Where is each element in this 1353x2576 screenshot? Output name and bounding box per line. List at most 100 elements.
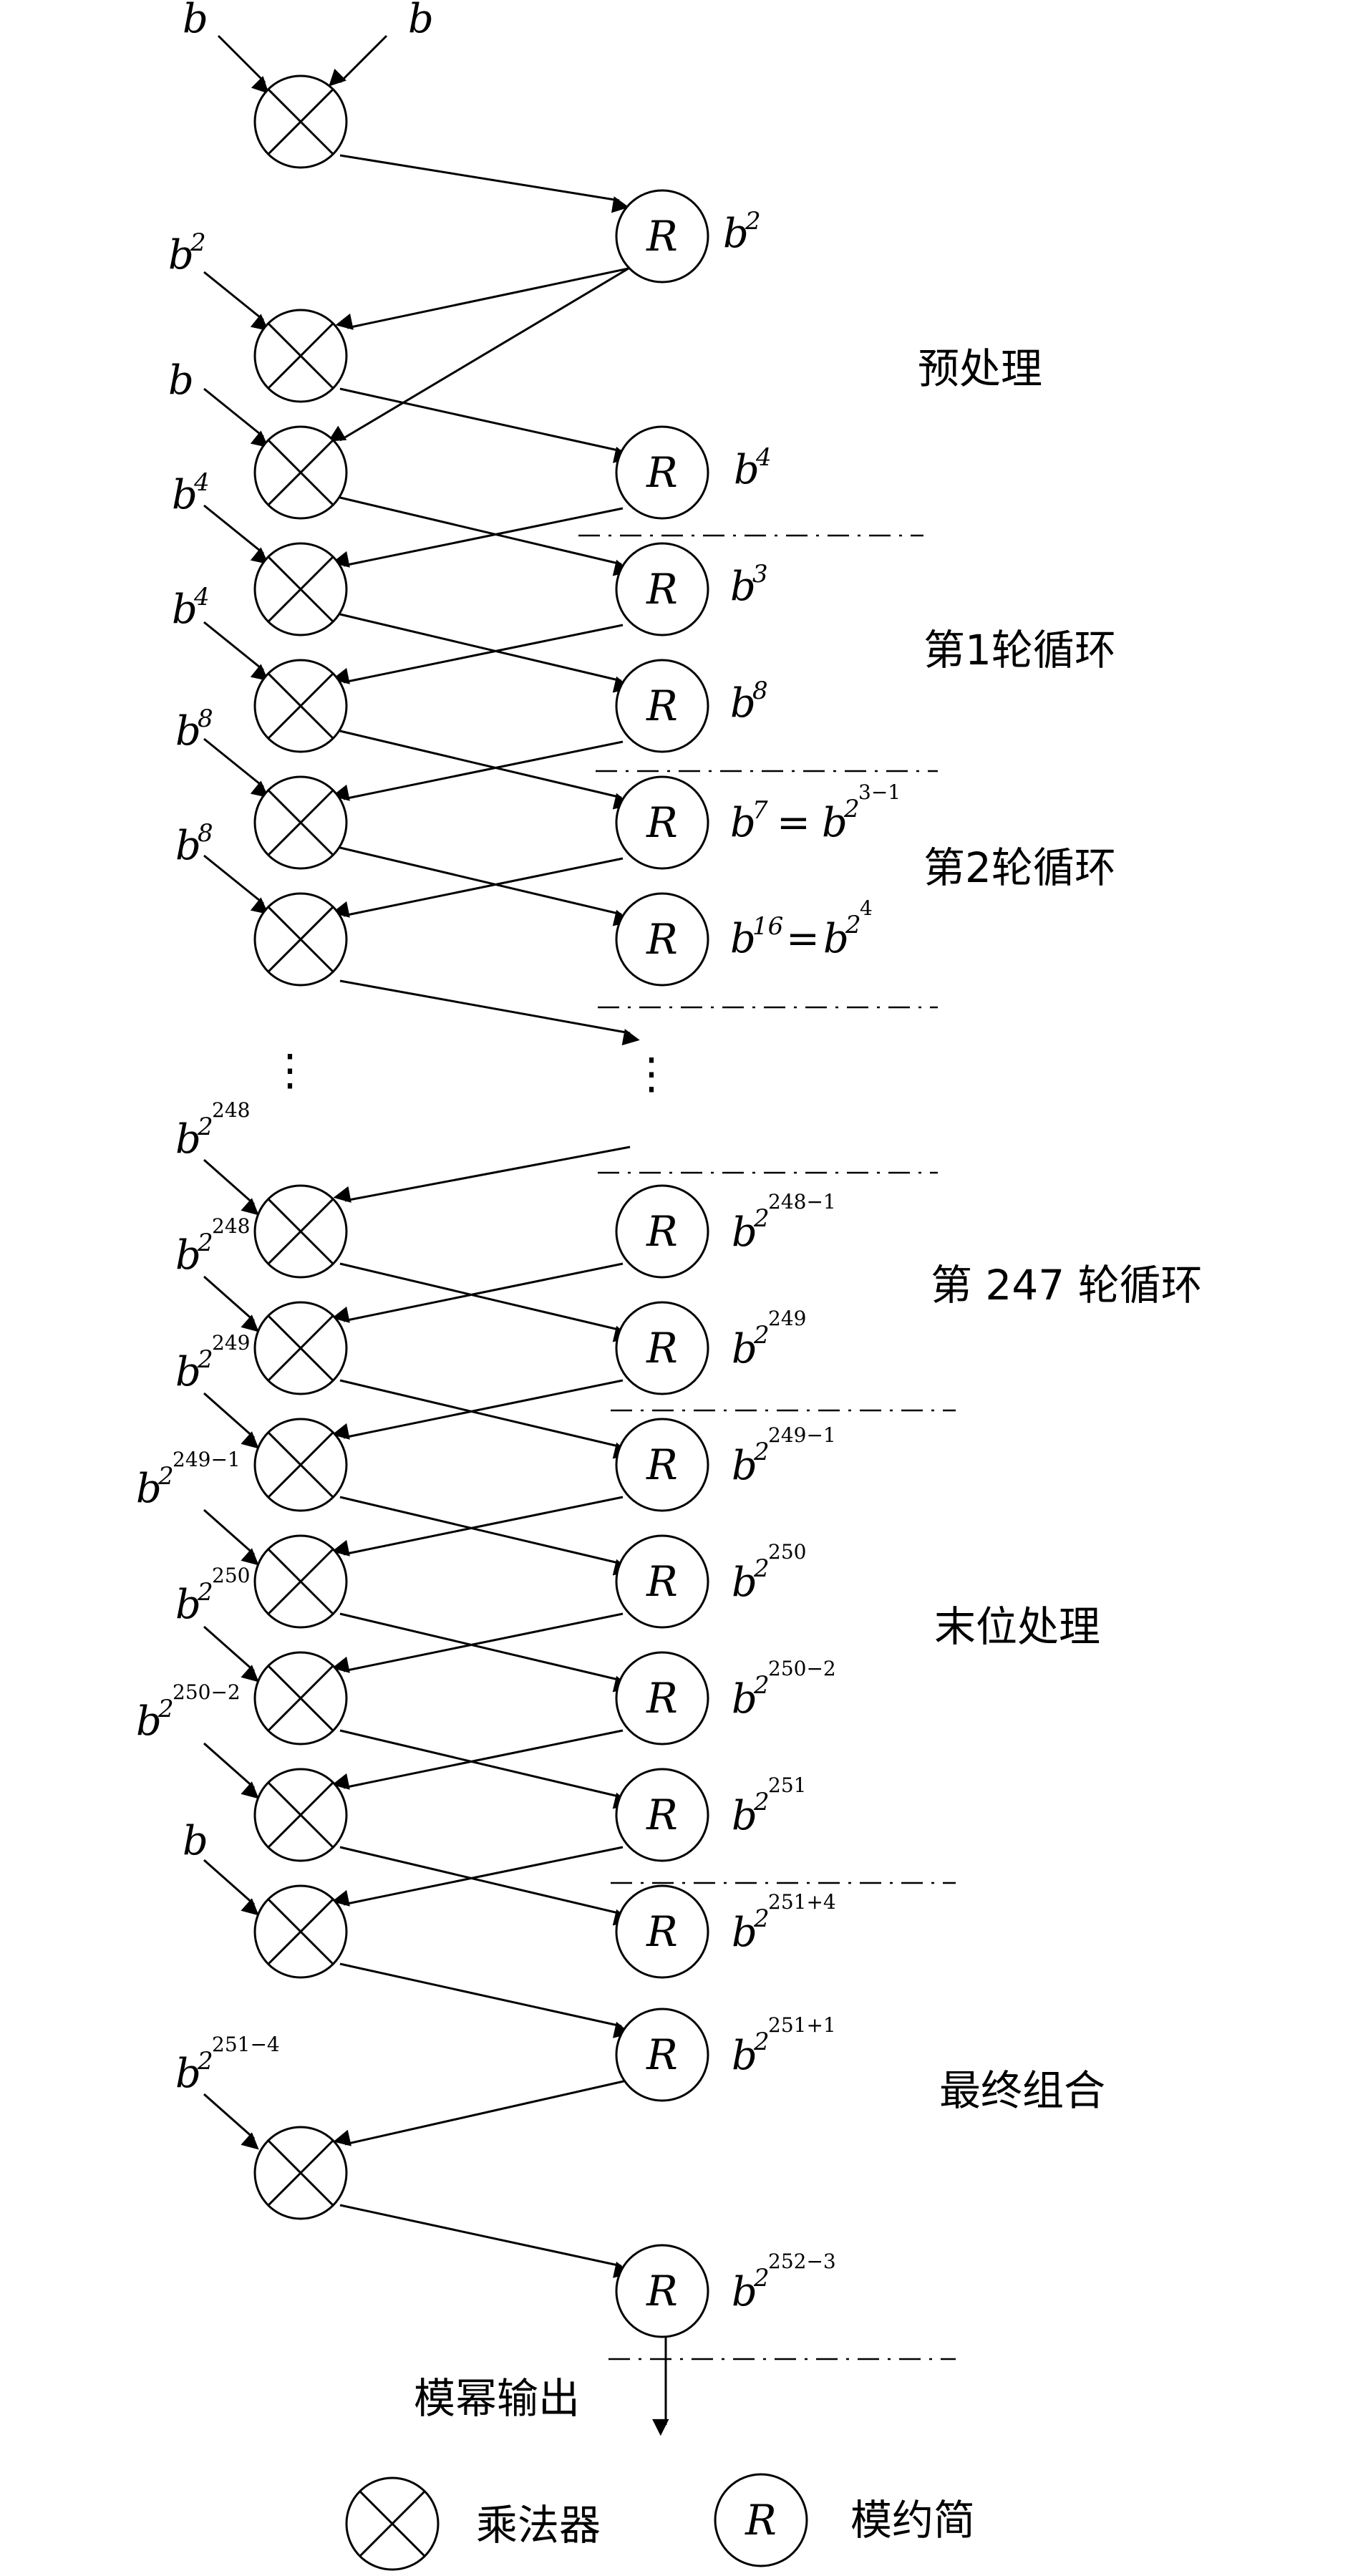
svg-text:b: b [175,1232,201,1279]
input-label: b 2 250−2 [136,1680,241,1745]
svg-text:R: R [646,212,678,261]
reducer-node: R [615,2008,709,2102]
output-label: b 8 [730,677,768,727]
svg-text:2: 2 [197,1229,213,1257]
svg-text:16: 16 [752,912,783,941]
reducer-node: R [615,189,709,284]
input-label: b [183,1818,208,1864]
input-label: b 2 [168,228,206,279]
svg-text:=: = [777,800,810,846]
svg-text:b: b [172,586,198,633]
svg-text:b: b [730,800,756,846]
svg-text:2: 2 [753,1204,770,1233]
svg-text:R: R [646,1207,678,1256]
svg-text:2: 2 [753,2264,770,2292]
multiplier-node [253,659,348,753]
svg-text:2: 2 [753,1671,770,1700]
input-labels: b b b 2 b b 4 b 4 b 8 b 8 b 2 248 b [136,0,434,2097]
svg-text:2: 2 [845,911,861,939]
svg-text:249−1: 249−1 [173,1448,241,1471]
svg-text:2: 2 [745,207,761,236]
svg-text:4: 4 [860,896,873,920]
svg-text:251: 251 [768,1773,806,1797]
svg-text:251+4: 251+4 [768,1890,836,1914]
svg-text:2: 2 [197,2047,213,2076]
svg-text:b: b [175,2050,201,2097]
reducer-node: R [615,1884,709,1979]
svg-text:R: R [646,2030,678,2079]
svg-text:8: 8 [752,677,768,705]
output-labels: b 2 b 4 b 3 b 8 b 7 = b b 16 = b [723,207,849,962]
multiplier-node [253,74,348,169]
multiplier-node [253,1651,348,1745]
stage-label-final-bits: 末位处理 [934,1602,1100,1651]
input-label: b 2 251−4 [175,2033,280,2097]
svg-text:248: 248 [212,1098,250,1122]
svg-text:b: b [175,1116,201,1163]
svg-text:R: R [646,1324,678,1372]
svg-text:250−2: 250−2 [173,1680,241,1704]
svg-text:2: 2 [197,1578,213,1607]
svg-text:250: 250 [768,1540,806,1564]
svg-text:b: b [730,563,756,610]
multiplier-node [253,1534,348,1629]
svg-text:2: 2 [157,1462,174,1491]
stage-labels: 预处理 第1轮循环 第2轮循环 第 247 轮循环 末位处理 最终组合 [918,344,1203,2115]
input-label: b 2 248 [175,1098,250,1163]
input-label: b 8 [175,819,213,869]
svg-text:b: b [175,1582,201,1628]
svg-text:2: 2 [753,1554,770,1583]
svg-text:R: R [646,682,678,730]
svg-text:250: 250 [212,1564,250,1587]
multiplier-node [253,775,348,870]
stage-label-round2: 第2轮循环 [923,843,1116,892]
legend: 乘法器 R 模约简 [345,2473,975,2571]
svg-text:248−1: 248−1 [768,1190,836,1214]
svg-text:249: 249 [768,1307,806,1330]
reducer-node: R [615,1301,709,1395]
svg-text:b: b [732,1209,757,1256]
svg-text:b: b [175,823,201,869]
input-label: b 2 249 [175,1331,250,1395]
svg-text:7: 7 [752,796,768,825]
reducer-node: R [615,1418,709,1512]
svg-text:R: R [646,1907,678,1956]
input-label: b [168,357,194,404]
svg-text:3: 3 [752,560,768,589]
reducer-node: R [615,1534,709,1629]
stage-label-final-combine: 最终组合 [939,2066,1105,2115]
svg-text:b: b [822,800,848,846]
svg-text:251−4: 251−4 [212,2033,280,2056]
svg-text:2: 2 [753,1321,770,1350]
svg-text:b: b [730,916,756,962]
input-label: b [408,0,434,42]
svg-text:249: 249 [212,1331,250,1355]
svg-text:2: 2 [197,1345,213,1374]
multiplier-node [253,1418,348,1512]
reducer-node: R [615,1768,709,1862]
legend-reducer-label: 模约简 [850,2496,975,2544]
input-label: b 8 [175,704,213,755]
svg-text:b: b [175,708,201,755]
reducer-node: R [615,2244,709,2338]
reducer-node: R [615,892,709,987]
svg-text:b: b [732,1559,757,1606]
svg-text:2: 2 [157,1695,174,1723]
legend-multiplier-icon [345,2476,440,2571]
tower-output-label: 23−1 [843,780,901,823]
svg-text:R: R [646,798,678,847]
multiplier-node [253,1301,348,1395]
stage-separators [578,534,956,2360]
svg-text:8: 8 [198,819,213,848]
svg-text:8: 8 [198,704,213,733]
input-label: b 2 248 [175,1214,250,1279]
reducer-node: R [615,775,709,870]
svg-text:4: 4 [193,583,210,611]
